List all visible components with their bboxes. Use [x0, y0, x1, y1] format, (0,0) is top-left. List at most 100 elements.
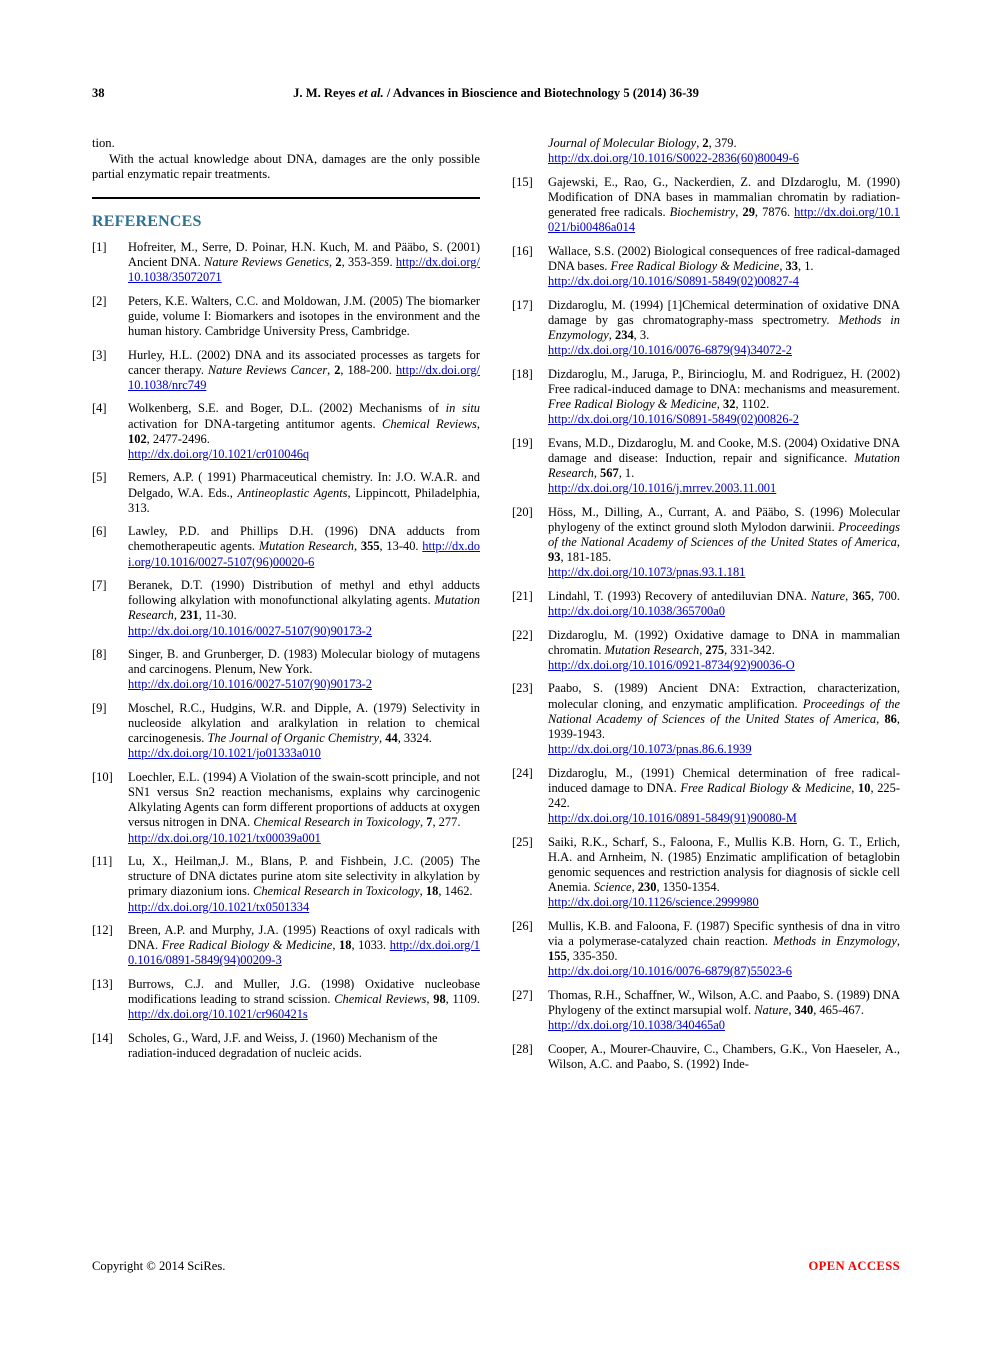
reference-volume: 365: [852, 588, 871, 603]
reference-doi-link[interactable]: http://dx.doi.org/10.1016/0891-5849(94)0…: [128, 938, 481, 968]
reference-text: Paabo, S. (1989) Ancient DNA: Extraction…: [548, 681, 900, 711]
reference-doi-link[interactable]: http://dx.doi.org/10.1038/365700a0: [548, 603, 726, 618]
reference-volume: 10: [858, 780, 871, 795]
reference-text: Hurley, H.L. (2002) DNA and its associat…: [128, 347, 480, 377]
reference-doi-link[interactable]: http://dx.doi.org/10.1016/0027-5107(90)9…: [128, 677, 373, 692]
reference-doi-link[interactable]: http://dx.doi.org/10.1073/pnas.93.1.181: [548, 565, 746, 580]
reference-sep: ,: [696, 136, 703, 150]
reference-number: [19]: [512, 435, 533, 450]
reference-text: Peters, K.E. Walters, C.C. and Moldowan,…: [128, 293, 480, 338]
reference-text: Hofreiter, M., Serre, D. Poinar, H.N. Ku…: [128, 239, 480, 269]
reference-item: [8]Singer, B. and Grunberger, D. (1983) …: [92, 647, 480, 692]
reference-sep: ,: [779, 258, 786, 273]
reference-volume: 234: [615, 327, 634, 342]
reference-latin-phrase: in situ: [445, 401, 480, 416]
reference-list-right: Journal of Molecular Biology, 2, 379. ht…: [512, 136, 900, 1072]
reference-number: [27]: [512, 987, 533, 1002]
reference-journal: Nature: [811, 588, 846, 603]
reference-doi-link[interactable]: http://dx.doi.org/10.1016/S0891-5849(02)…: [548, 412, 799, 427]
running-title-authors: J. M. Reyes: [293, 86, 359, 100]
reference-number: [15]: [512, 174, 533, 189]
reference-sep: ,: [788, 1002, 795, 1017]
reference-doi-link[interactable]: http://dx.doi.org/10.1016/0076-6879(94)3…: [548, 343, 793, 358]
reference-doi-link[interactable]: http://dx.doi.org/10.1016/S0022-2836(60)…: [548, 151, 799, 166]
reference-pages: , 331-342.: [724, 642, 775, 657]
reference-journal: Proceedings of the National Academy of S…: [548, 519, 900, 549]
reference-item: [2]Peters, K.E. Walters, C.C. and Moldow…: [92, 294, 480, 339]
reference-booktitle: Antineoplastic Agents: [237, 485, 348, 500]
reference-pages: , 1033.: [351, 938, 390, 953]
reference-doi-link[interactable]: http://dx.doi.org/10.1038/35072071: [128, 254, 480, 285]
reference-text: Thomas, R.H., Schaffner, W., Wilson, A.C…: [548, 987, 900, 1017]
reference-sep: ,: [608, 327, 616, 342]
reference-journal: Nature Reviews Genetics: [204, 254, 329, 269]
reference-item: [12]Breen, A.P. and Murphy, J.A. (1995) …: [92, 923, 480, 968]
reference-doi-link[interactable]: http://dx.doi.org/10.1021/bi00486a014: [548, 205, 901, 235]
reference-text: Dizdaroglu, M. (1992) Oxidative damage t…: [548, 627, 900, 657]
reference-doi-link[interactable]: http://dx.doi.org/10.1038/nrc749: [128, 362, 481, 392]
reference-item: [1]Hofreiter, M., Serre, D. Poinar, H.N.…: [92, 240, 480, 285]
reference-item: [22] Dizdaroglu, M. (1992) Oxidative dama…: [512, 628, 900, 673]
reference-sep: ,: [328, 254, 336, 269]
reference-doi-link[interactable]: http://dx.doi.org/10.1038/340465a0: [548, 1018, 726, 1033]
reference-doi-link[interactable]: http://dx.doi.org/10.1016/0921-8734(92)9…: [548, 657, 795, 672]
reference-doi-link[interactable]: http://dx.doi.org/10.1073/pnas.86.6.1939: [548, 741, 752, 756]
reference-doi-link[interactable]: http://dx.doi.org/10.1016/0076-6879(87)5…: [548, 964, 793, 979]
reference-doi-link[interactable]: http://dx.doi.org/10.1016/0027-5107(90)9…: [128, 623, 373, 638]
reference-volume: 2: [702, 136, 709, 150]
reference-text: Dizdaroglu, M., Jaruga, P., Birincioglu,…: [548, 366, 900, 396]
reference-text: Breen, A.P. and Murphy, J.A. (1995) Reac…: [128, 923, 480, 953]
reference-number: [8]: [92, 647, 107, 662]
reference-journal: Nature Reviews Cancer: [207, 362, 328, 377]
reference-number: [17]: [512, 297, 533, 312]
reference-item: [11]Lu, X., Heilman,J. M., Blans, P. and…: [92, 854, 480, 915]
reference-doi-link[interactable]: http://dx.doi.org/10.1016/S0891-5849(02)…: [548, 274, 799, 289]
reference-pages: , 1102.: [735, 396, 770, 411]
reference-doi-link[interactable]: http://dx.doi.org/10.1021/jo01333a010: [128, 746, 321, 761]
reference-doi-link[interactable]: http://dx.doi.org/10.1126/science.299998…: [548, 895, 759, 910]
reference-sep: ,: [379, 731, 386, 746]
reference-volume: 7: [426, 815, 433, 830]
reference-pages: , 1.: [618, 465, 635, 480]
reference-number: [22]: [512, 627, 533, 642]
reference-doi-link[interactable]: http://dx.doi.org/10.1021/tx00039a001: [128, 830, 321, 845]
reference-doi-link[interactable]: http://dx.doi.org/10.1016/j.mrrev.2003.1…: [548, 481, 777, 496]
reference-volume: 86: [884, 711, 897, 726]
reference-journal: Chemical Research in Toxicology: [253, 815, 421, 830]
reference-journal: Mutation Research: [258, 539, 354, 554]
reference-text: Moschel, R.C., Hudgins, W.R. and Dipple,…: [128, 700, 480, 746]
right-column: Journal of Molecular Biology, 2, 379. ht…: [512, 136, 900, 1080]
reference-pages: , 1462.: [438, 884, 473, 899]
reference-pages: , 465-467.: [813, 1002, 864, 1017]
reference-doi-link[interactable]: http://dx.doi.org/10.1021/cr010046q: [128, 446, 310, 461]
reference-journal: Biochemistry: [669, 205, 736, 220]
reference-volume: 32: [723, 396, 736, 411]
reference-item: [7]Beranek, D.T. (1990) Distribution of …: [92, 578, 480, 639]
reference-text: Burrows, C.J. and Muller, J.G. (1998) Ox…: [128, 977, 480, 1007]
reference-doi-link[interactable]: http://dx.doi.org/10.1021/tx0501334: [128, 899, 310, 914]
reference-number: [4]: [92, 401, 107, 416]
reference-doi-link[interactable]: http://dx.doi.org/10.1021/cr960421s: [128, 1007, 308, 1022]
references-heading: REFERENCES: [92, 212, 202, 230]
reference-number: [20]: [512, 504, 533, 519]
reference-pages: , 353-359.: [341, 254, 396, 269]
reference-pages: , 11-30.: [198, 608, 237, 623]
reference-text: Scholes, G., Ward, J.F. and Weiss, J. (1…: [128, 1030, 438, 1061]
reference-sep: ,: [593, 465, 601, 480]
reference-journal: Mutation Research: [604, 642, 700, 657]
running-title: J. M. Reyes et al. / Advances in Bioscie…: [92, 84, 900, 102]
reference-number: [9]: [92, 700, 107, 715]
reference-pages: , 3.: [633, 327, 650, 342]
reference-text: Höss, M., Dilling, A., Currant, A. and P…: [548, 504, 900, 534]
reference-journal: Journal of Molecular Biology: [548, 136, 697, 150]
page-number: 38: [92, 86, 105, 100]
reference-continuation: Journal of Molecular Biology, 2, 379. ht…: [512, 136, 900, 166]
reference-doi-link[interactable]: http://dx.doi.org/10.1016/0891-5849(91)9…: [548, 811, 797, 825]
reference-text: Cooper, A., Mourer-Chauvire, C., Chamber…: [548, 1041, 900, 1071]
reference-doi-link[interactable]: http://dx.doi.org/10.1016/0027-5107(96)0…: [128, 539, 480, 569]
reference-item: [26]Mullis, K.B. and Faloona, F. (1987) …: [512, 919, 900, 980]
reference-text: Dizdaroglu, M., (1991) Chemical determin…: [548, 765, 900, 795]
reference-sep: ,: [631, 880, 638, 895]
reference-volume: 2: [334, 362, 341, 377]
